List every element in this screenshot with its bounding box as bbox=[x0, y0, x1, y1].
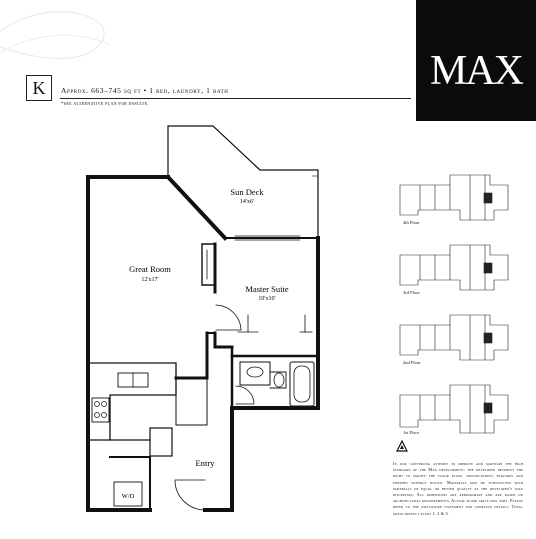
unit-footnote: *see alternative plan for ensuite. bbox=[61, 102, 149, 107]
bath-sink bbox=[246, 366, 264, 378]
kitchen-range bbox=[91, 397, 110, 423]
key-plan-label-1st: 1st Floor bbox=[403, 430, 420, 435]
north-arrow-icon bbox=[396, 440, 408, 452]
closet-partition bbox=[175, 377, 208, 426]
key-plan-label-4th: 4th Floor bbox=[403, 220, 420, 225]
room-label-wd: W/D bbox=[122, 493, 135, 500]
disclaimer-text: In our continuing attempt to improve and… bbox=[393, 461, 523, 516]
bathtub bbox=[289, 361, 315, 407]
room-label-great-room: Great Room bbox=[129, 264, 171, 274]
room-label-entry: Entry bbox=[196, 458, 216, 468]
brand-logo-block: MAX bbox=[416, 0, 536, 121]
key-plan-3rd-floor bbox=[399, 244, 509, 291]
key-plan-4th-floor bbox=[399, 174, 509, 221]
bath-door-swing bbox=[235, 385, 255, 405]
media-niche bbox=[201, 243, 216, 286]
room-label-master-suite: Master Suite bbox=[245, 284, 288, 294]
wall-diagonal bbox=[165, 174, 228, 241]
header-divider bbox=[60, 98, 411, 99]
bath-vanity bbox=[239, 361, 271, 386]
unit-badge: K bbox=[26, 75, 52, 101]
decorative-swirl bbox=[0, 11, 111, 59]
kitchen-fridge bbox=[149, 427, 173, 457]
key-plan-label-3rd: 3rd Floor bbox=[403, 290, 420, 295]
wall-bedroom-lower bbox=[213, 331, 234, 349]
wall-kitchen-corner bbox=[174, 331, 209, 380]
washer-dryer bbox=[113, 481, 143, 507]
deck-outline bbox=[167, 125, 319, 239]
key-plan-label-2nd: 2nd Floor bbox=[403, 360, 421, 365]
room-label-sun-deck: Sun Deck bbox=[230, 187, 264, 197]
bath-toilet bbox=[269, 371, 287, 389]
key-plan-1st-floor bbox=[399, 384, 509, 434]
key-plan-2nd-floor bbox=[399, 314, 509, 361]
room-dim-sun-deck: 14'x6' bbox=[240, 199, 254, 205]
room-dim-great-room: 12'x17' bbox=[141, 277, 158, 283]
entry-door-swing bbox=[174, 479, 206, 511]
unit-summary: Approx. 663–745 sq ft • 1 bed, laundry, … bbox=[61, 86, 229, 95]
room-dim-master-suite: 10'x10' bbox=[258, 296, 275, 302]
brand-logo: MAX bbox=[429, 48, 524, 94]
key-plans bbox=[399, 174, 509, 434]
bedroom-door-swing bbox=[215, 304, 242, 331]
